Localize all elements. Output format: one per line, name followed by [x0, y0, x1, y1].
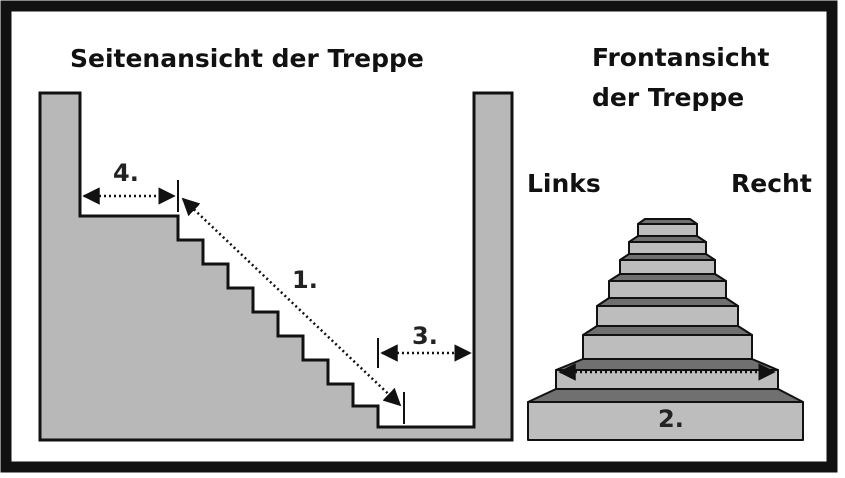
label-bottom-landing: 3. [412, 322, 438, 350]
front-view-title-line2: der Treppe [592, 83, 745, 112]
side-view-title: Seitenansicht der Treppe [70, 44, 424, 73]
front-view-title-line1: Frontansicht [592, 43, 770, 72]
label-stair-length: 1. [292, 266, 318, 294]
label-top-landing: 4. [113, 159, 139, 187]
orientation-right-label: Recht [731, 169, 812, 198]
front-view-title: Frontansicht der Treppe [592, 38, 769, 118]
label-stair-width: 2. [658, 405, 684, 433]
orientation-left-label: Links [527, 169, 601, 198]
side-view-stair-profile [38, 91, 514, 442]
